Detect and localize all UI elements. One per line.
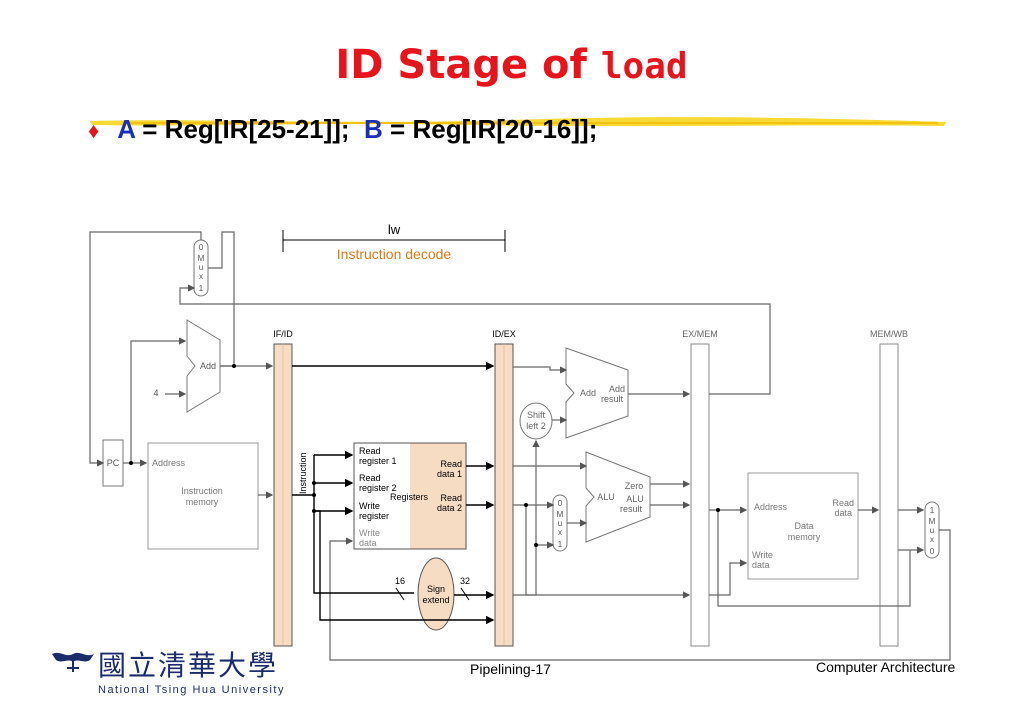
reg-read-reg2-a: Read xyxy=(359,473,381,483)
imem-address: Address xyxy=(152,458,186,468)
instruction-memory xyxy=(147,442,259,550)
sign-extend-line2: extend xyxy=(422,595,449,605)
mux-alu-0: 0 xyxy=(558,499,563,508)
pc-adder-label: Add xyxy=(200,361,216,371)
if-id-label: IF/ID xyxy=(273,329,293,339)
data-memory xyxy=(747,472,859,580)
inactive-wires xyxy=(89,231,951,661)
university-name-en: National Tsing Hua University xyxy=(98,684,285,696)
dmem-name1: Data xyxy=(794,521,813,531)
mux-alu-u: u xyxy=(558,519,562,528)
alu-label: ALU xyxy=(597,492,615,502)
dmem-address: Address xyxy=(754,502,788,512)
mux-top-0: 0 xyxy=(199,243,204,252)
dmem-read2: data xyxy=(834,508,852,518)
imem-name1: Instruction xyxy=(181,486,223,496)
register-file-read-half xyxy=(410,443,466,549)
expr-b: = Reg[IR[20-16]]; xyxy=(382,114,598,144)
mux-top-x: x xyxy=(199,272,203,281)
var-b: B xyxy=(364,114,383,144)
bullet-line: ♦ A = Reg[IR[25-21]]; B = Reg[IR[20-16]]; xyxy=(88,114,597,145)
stage-instr-label: lw xyxy=(388,222,401,237)
dmem-read1: Read xyxy=(832,498,854,508)
instruction-label: Instruction xyxy=(298,452,308,494)
reg-read-reg1-b: register 1 xyxy=(359,456,397,466)
sign-extend-in-bits: 16 xyxy=(395,576,405,586)
reg-write-reg-b: register xyxy=(359,511,389,521)
sign-extend-out-bits: 32 xyxy=(460,576,470,586)
mem-wb-register xyxy=(879,343,899,647)
mux-wb-u: u xyxy=(930,526,934,535)
mux-top-m: M xyxy=(198,254,205,263)
mux-wb-m: M xyxy=(929,517,936,526)
stage-bracket: lw Instruction decode xyxy=(282,222,506,262)
alu-zero-label: Zero xyxy=(625,481,644,491)
mux-top-u: u xyxy=(199,263,203,272)
alu-result2: result xyxy=(620,504,643,514)
nthu-logo-icon xyxy=(52,652,94,672)
reg-read-data1-a: Read xyxy=(440,459,462,469)
reg-write-data-a: Write xyxy=(359,528,380,538)
mux-alu-m: M xyxy=(557,510,564,519)
sign-extend xyxy=(417,557,455,631)
ex-mem-label: EX/MEM xyxy=(682,329,718,339)
reg-read-data2-b: data 2 xyxy=(437,503,462,513)
reg-read-data2-a: Read xyxy=(440,493,462,503)
slide-number: Pipelining-17 xyxy=(470,661,551,677)
pc-adder xyxy=(186,319,221,413)
university-name-cn: 國立清華大學 xyxy=(98,649,279,682)
branch-add-result2: result xyxy=(601,394,624,404)
title-code: load xyxy=(600,46,688,87)
reg-write-data-b: data xyxy=(359,538,377,548)
mux-alu-1: 1 xyxy=(558,540,563,549)
imem-name2: memory xyxy=(186,497,219,507)
reg-read-data1-b: data 1 xyxy=(437,469,462,479)
mux-wb-0: 0 xyxy=(930,547,935,556)
id-ex-label: ID/EX xyxy=(492,329,516,339)
reg-read-reg1-a: Read xyxy=(359,446,381,456)
registers-label: Registers xyxy=(390,492,429,502)
shift-left-2 xyxy=(519,402,553,440)
var-a: A xyxy=(117,114,136,144)
diamond-bullet-icon: ♦ xyxy=(88,118,100,143)
alu-result1: ALU xyxy=(626,494,644,504)
slide-title: ID Stage of load xyxy=(0,42,1023,88)
ex-mem-register xyxy=(690,343,710,647)
branch-adder-label: Add xyxy=(580,388,596,398)
course-name: Computer Architecture xyxy=(816,659,956,675)
dmem-write1: Write xyxy=(752,550,773,560)
reg-write-reg-a: Write xyxy=(359,501,380,511)
reg-read-reg2-b: register 2 xyxy=(359,483,397,493)
title-text: ID Stage of xyxy=(335,42,601,88)
shift-line1: Shift xyxy=(527,410,546,420)
constant-four: 4 xyxy=(153,388,158,398)
mux-alu-x: x xyxy=(558,528,562,537)
mem-wb-label: MEM/WB xyxy=(870,329,908,339)
shift-line2: left 2 xyxy=(526,421,546,431)
pc-label: PC xyxy=(107,458,120,468)
branch-add-result1: Add xyxy=(609,384,625,394)
active-wires xyxy=(292,361,495,625)
mux-wb-1: 1 xyxy=(930,506,935,515)
dmem-name2: memory xyxy=(788,532,821,542)
sign-extend-line1: Sign xyxy=(427,584,445,594)
expr-a: = Reg[IR[25-21]]; xyxy=(135,114,350,144)
stage-name-label: Instruction decode xyxy=(337,246,452,262)
mux-top-1: 1 xyxy=(199,284,204,293)
dmem-write2: data xyxy=(752,560,770,570)
junction-dots xyxy=(129,364,720,547)
mux-wb-x: x xyxy=(930,535,934,544)
highlighter-stroke xyxy=(90,117,946,127)
